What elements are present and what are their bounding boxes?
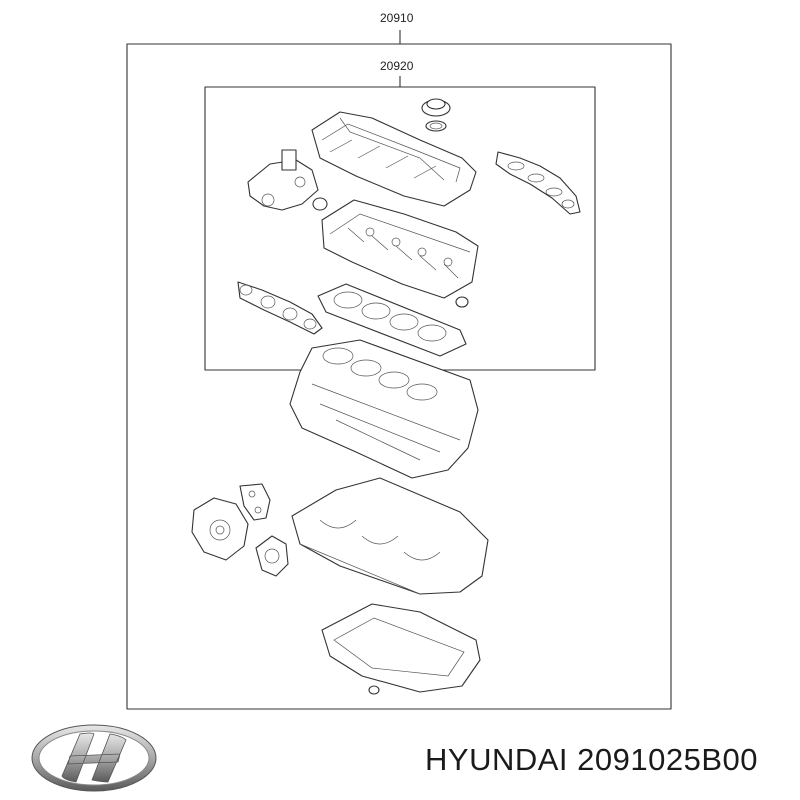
thermostat-housing: [247, 149, 319, 211]
inner-kit-label: 20920: [380, 59, 414, 73]
oil-pan: [321, 603, 481, 693]
lower-crankcase: [291, 477, 489, 595]
outer-kit-label: 20910: [380, 11, 414, 25]
oil-pump-gasket: [255, 535, 289, 577]
drain-plug: [368, 685, 380, 695]
valve-cover: [311, 111, 477, 207]
oil-filler-cap: [421, 98, 451, 132]
water-pump-gasket: [239, 483, 271, 521]
small-o-ring: [312, 197, 328, 211]
brand-name: HYUNDAI: [425, 742, 569, 777]
cylinder-head: [321, 199, 479, 299]
outer-kit-frame: [126, 43, 672, 710]
camshaft-seal: [455, 296, 469, 308]
exhaust-manifold-gasket: [237, 281, 323, 335]
part-number: 2091025B00: [577, 742, 758, 777]
intake-manifold-gasket: [495, 151, 581, 215]
hyundai-logo-icon: [31, 724, 157, 792]
cylinder-block: [289, 339, 479, 479]
part-caption: HYUNDAI 2091025B00: [425, 744, 758, 775]
head-gasket: [317, 283, 467, 357]
water-pump: [191, 497, 249, 561]
